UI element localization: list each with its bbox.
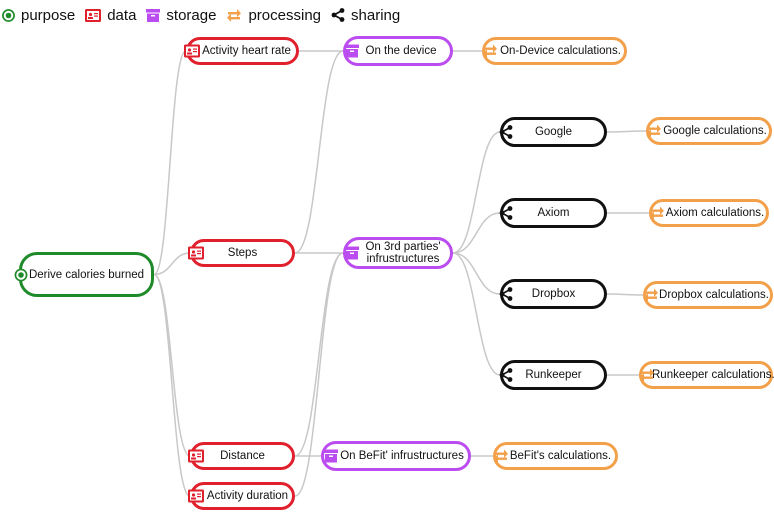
archive-box-icon [324, 449, 338, 463]
archive-box-icon [345, 246, 359, 260]
node-google-calculations[interactable]: Google calculations. [646, 117, 772, 145]
legend-label-processing: processing [248, 6, 322, 24]
legend-label-sharing: sharing [351, 6, 401, 24]
node-label: Activity duration [206, 490, 289, 502]
node-label: On BeFit' infrustructures [340, 450, 464, 462]
archive-box-icon [146, 8, 161, 22]
node-share-runkeeper[interactable]: Runkeeper [499, 360, 607, 390]
legend-item-sharing: sharing [331, 7, 400, 24]
cycle-arrows-icon [493, 449, 509, 463]
edge-purpose_calories-to-data_heart_rate [153, 50, 187, 276]
node-share-dropbox[interactable]: Dropbox [499, 279, 607, 309]
node-label: Activity heart rate [202, 45, 291, 57]
id-card-icon [188, 489, 204, 503]
node-share-google[interactable]: Google [499, 117, 607, 147]
edge-purpose_calories-to-data_duration [153, 273, 191, 497]
node-label: On the device [365, 45, 437, 57]
legend-label-data: data [107, 6, 137, 24]
node-steps[interactable]: Steps [188, 239, 295, 267]
legend-label-purpose: purpose [21, 6, 76, 24]
edge-storage_3rd-to-share_axiom [452, 212, 501, 254]
node-on-the-device[interactable]: On the device [343, 36, 453, 66]
share-icon [499, 125, 513, 139]
cycle-arrows-icon [649, 206, 665, 220]
node-label: On-Device calculations. [500, 45, 621, 57]
node-befits-calculations[interactable]: BeFit's calculations. [493, 442, 618, 470]
edge-storage_3rd-to-share_dropbox [452, 252, 501, 295]
cycle-arrows-icon [639, 368, 655, 382]
node-label: Distance [220, 450, 265, 462]
node-on-befit-infrustructures[interactable]: On BeFit' infrustructures [321, 441, 471, 471]
archive-box-icon [345, 44, 359, 58]
node-on-3rd-parties-infrustructures[interactable]: On 3rd parties' infrustructures [343, 237, 453, 269]
node-label: On 3rd parties' infrustructures [365, 241, 441, 265]
node-label: Steps [227, 247, 258, 259]
node-label: Google [534, 126, 573, 138]
node-derive-calories-burned[interactable]: Derive calories burned [14, 252, 154, 297]
node-runkeeper-calculations[interactable]: Runkeeper calculations. [639, 361, 774, 389]
target-icon [2, 8, 15, 22]
node-label: Derive calories burned [28, 268, 145, 281]
edge-purpose_calories-to-data_distance [153, 273, 191, 457]
node-label: Axiom calculations. [665, 207, 765, 219]
node-activity-heart-rate[interactable]: Activity heart rate [184, 37, 299, 65]
edge-data_distance-to-storage_3rd [294, 252, 344, 457]
edge-storage_3rd-to-share_google [452, 131, 501, 254]
node-label: Google calculations. [663, 125, 767, 137]
legend-item-processing: processing [226, 7, 321, 24]
node-label: Dropbox calculations. [659, 289, 769, 301]
id-card-icon [188, 246, 204, 260]
cycle-arrows-icon [482, 44, 498, 58]
node-label: Runkeeper [525, 369, 582, 381]
edge-data_steps-to-storage_device [294, 50, 344, 254]
edge-purpose_calories-to-data_steps [153, 252, 191, 276]
node-on-device-calculations[interactable]: On-Device calculations. [482, 37, 627, 65]
edge-share_google-to-proc_google [606, 130, 647, 133]
legend: purpose data storage processing sharing [2, 4, 410, 26]
cycle-arrows-icon [227, 8, 242, 22]
node-axiom-calculations[interactable]: Axiom calculations. [649, 199, 769, 227]
node-label: Axiom [537, 207, 570, 219]
legend-item-data: data [85, 7, 136, 24]
node-label: Runkeeper calculations. [652, 369, 774, 381]
share-icon [499, 206, 513, 220]
node-label: Dropbox [531, 288, 576, 300]
id-card-icon [188, 449, 204, 463]
share-icon [331, 8, 345, 22]
id-card-icon [184, 44, 200, 58]
edge-storage_3rd-to-share_runkeeper [452, 252, 501, 376]
node-activity-duration[interactable]: Activity duration [188, 482, 295, 510]
legend-label-storage: storage [166, 6, 217, 24]
node-label: BeFit's calculations. [509, 450, 612, 462]
cycle-arrows-icon [643, 288, 659, 302]
node-share-axiom[interactable]: Axiom [499, 198, 607, 228]
node-distance[interactable]: Distance [188, 442, 295, 470]
legend-item-purpose: purpose [2, 7, 75, 24]
target-icon [14, 268, 28, 281]
share-icon [499, 368, 513, 382]
edge-share_dropbox-to-proc_dropbox [606, 293, 644, 296]
id-card-icon [85, 8, 102, 22]
cycle-arrows-icon [646, 124, 662, 138]
share-icon [499, 287, 513, 301]
node-dropbox-calculations[interactable]: Dropbox calculations. [643, 281, 773, 309]
legend-item-storage: storage [146, 7, 216, 24]
edge-data_duration-to-storage_3rd [294, 252, 344, 497]
